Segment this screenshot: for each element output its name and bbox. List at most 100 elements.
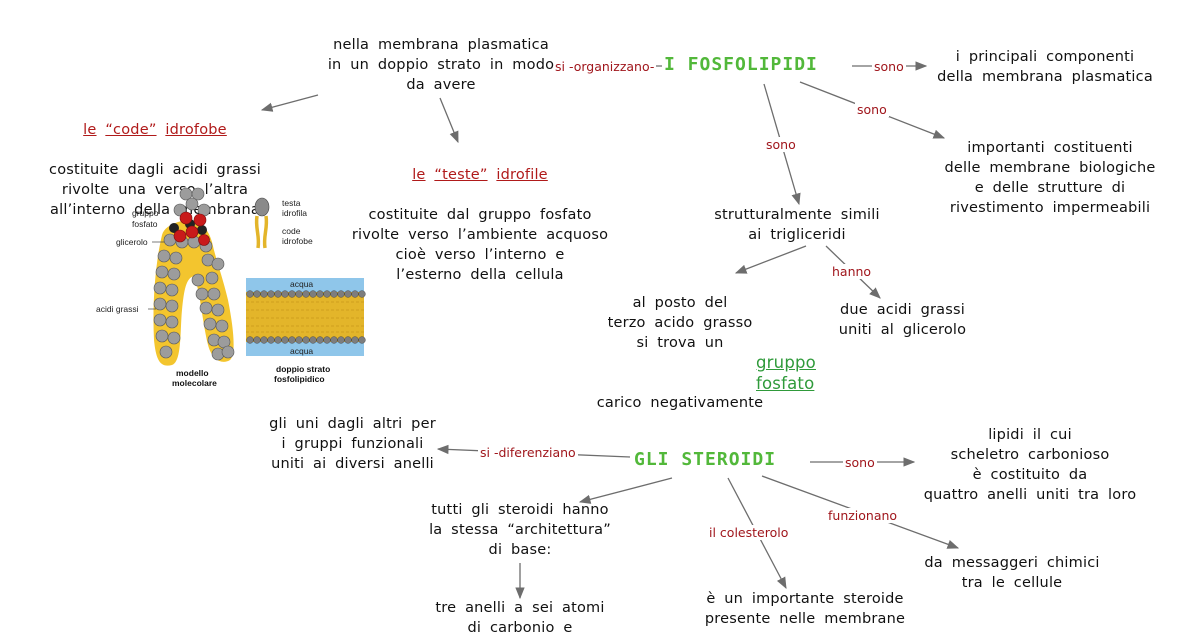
label-doppio: doppio strato (276, 364, 330, 374)
sono-link-label-1: sono (872, 59, 906, 74)
diferenziano-link-label: si -diferenziano (478, 445, 578, 460)
sono-link-label-3: sono (764, 137, 798, 152)
bilayer-head (281, 336, 289, 344)
colesterolo-link-label: il colesterolo (707, 525, 791, 540)
posto-node-text: al posto del terzo acido grasso si trova… (607, 295, 753, 351)
bilayer-head (323, 290, 331, 298)
funzionano-link-label: funzionano (826, 508, 900, 523)
bilayer-head (337, 336, 345, 344)
fosfato-word: fosfato (756, 374, 815, 393)
bilayer-head (344, 290, 352, 298)
label-code: code (282, 226, 301, 236)
bilayer-head (309, 290, 317, 298)
code-word-le: le (83, 122, 97, 138)
bilayer-head (351, 336, 359, 344)
label-fosfolipidico: fosfolipidico (274, 374, 325, 384)
bilayer-head (260, 336, 268, 344)
bilayer-head (274, 290, 282, 298)
label-acidi-grassi: acidi grassi (96, 304, 139, 314)
bilayer-head (337, 290, 345, 298)
bilayer-head (295, 290, 303, 298)
simili-node: strutturalmente simili ai trigliceridi (714, 207, 880, 243)
molecule-labels: gruppo fosfato glicerolo acidi grassi (96, 208, 164, 314)
teste-idrofile-body: costituite dal gruppo fosfato rivolte ve… (351, 207, 609, 283)
bilayer-head (246, 336, 254, 344)
label-gruppo: gruppo (132, 208, 159, 218)
bilayer-head (274, 336, 282, 344)
organizzano-link-label: si -organizzano- (553, 59, 657, 74)
bilayer-head (295, 336, 303, 344)
bilayer-head (288, 290, 296, 298)
bilayer-head (302, 290, 310, 298)
bilayer-head (267, 290, 275, 298)
sono-link-label-2: sono (855, 102, 889, 117)
componenti-node: i principali componenti della membrana p… (937, 49, 1153, 85)
edge-to-architettura (578, 477, 673, 504)
posto-node: al posto del terzo acido grasso si trova… (550, 273, 816, 433)
code-word-idrofobe: idrofobe (165, 122, 227, 138)
bilayer-head (246, 290, 254, 298)
bilayer-head (253, 336, 261, 344)
edge-to-posto (734, 245, 807, 274)
fosfolipidi-title: I FOSFOLIPIDI (664, 54, 818, 75)
phospholipid-figure: gruppo fosfato glicerolo acidi grassi mo… (96, 187, 366, 388)
bilayer-head (344, 336, 352, 344)
teste-word-teste: “teste” (434, 167, 488, 183)
bilayer-head (281, 290, 289, 298)
gruppi-node: gli uni dagli altri per i gruppi funzion… (269, 416, 436, 472)
hanno-link-label: hanno (830, 264, 874, 279)
code-word-code: “code” (105, 122, 157, 138)
bilayer-head (358, 336, 366, 344)
membrana-node: nella membrana plasmatica in un doppio s… (327, 37, 555, 93)
bilayer-head (316, 290, 324, 298)
bilayer-head (260, 290, 268, 298)
bilayer-head (323, 336, 331, 344)
bilayer-head (316, 336, 324, 344)
label-glicerolo: glicerolo (116, 237, 148, 247)
label-idrofila: idrofila (282, 208, 307, 218)
bilayer-head (351, 290, 359, 298)
bilayer-head (267, 336, 275, 344)
scheletro-node: lipidi il cui scheletro carbonioso è cos… (923, 427, 1137, 503)
bilayer-head (330, 336, 338, 344)
steroidi-title: GLI STEROIDI (634, 449, 777, 470)
bilayer-heads (246, 290, 366, 344)
gruppo-fosfato-phrase: gruppo fosfato (550, 353, 816, 393)
edge-to-teste (439, 97, 459, 144)
bilayer-diagram: acqua acqua (246, 278, 366, 356)
code-idrofobe-body: costituite dagli acidi grassi rivolte un… (49, 162, 261, 218)
architettura-node: tutti gli steroidi hanno la stessa “arch… (429, 502, 611, 558)
bilayer-head (288, 336, 296, 344)
gruppo-word: gruppo (756, 353, 816, 372)
sono-link-label-steroidi: sono (843, 455, 877, 470)
bilayer-head (330, 290, 338, 298)
steroide-node: è un importante steroide presente nelle … (704, 591, 906, 627)
teste-word-idrofile: idrofile (496, 167, 548, 183)
teste-word-le: le (412, 167, 426, 183)
carico-text: carico negativamente (596, 395, 764, 411)
label-testa: testa (282, 198, 301, 208)
code-idrofobe-heading: le “code” idrofobe (20, 120, 290, 140)
label-acqua-top: acqua (290, 279, 313, 289)
label-acqua-bottom: acqua (290, 346, 313, 356)
edge-to-code (260, 94, 319, 112)
bilayer-head (309, 336, 317, 344)
costituenti-node: importanti costituenti delle membrane bi… (944, 140, 1156, 216)
label-molecolare: molecolare (172, 378, 217, 388)
acidi-node: due acidi grassi uniti al glicerolo (838, 302, 967, 338)
label-fosfato: fosfato (132, 219, 158, 229)
molecule-atoms (153, 187, 235, 361)
label-modello: modello (176, 368, 209, 378)
bilayer-head (302, 336, 310, 344)
label-idrofobe: idrofobe (282, 236, 313, 246)
code-idrofobe-node: le “code” idrofobe costituite dagli acid… (20, 100, 290, 240)
bilayer-head (253, 290, 261, 298)
teste-idrofile-heading: le “teste” idrofile (330, 165, 630, 185)
bilayer-head (358, 290, 366, 298)
anelli-node: tre anelli a sei atomi di carbonio e (435, 600, 605, 636)
phospholipid-icon: testa idrofila code idrofobe (254, 197, 313, 249)
phosphate-group (173, 211, 210, 246)
messaggeri-node: da messaggeri chimici tra le cellule (924, 555, 1100, 591)
teste-idrofile-node: le “teste” idrofile costituite dal grupp… (330, 145, 630, 305)
